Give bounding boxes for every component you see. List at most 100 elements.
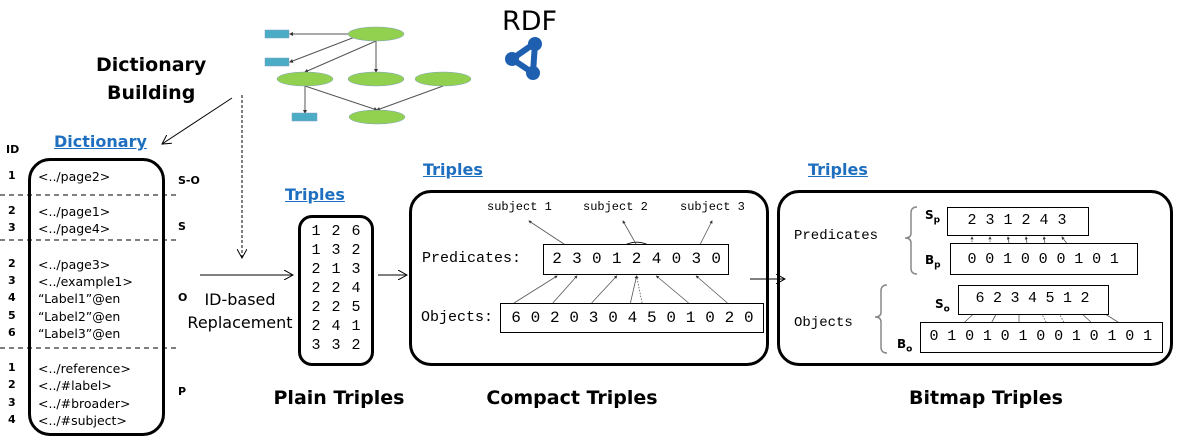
graph-leaf-node: [264, 29, 290, 39]
dictionary-section-tag: O: [178, 291, 188, 304]
predicate-id: 3: [572, 250, 582, 268]
graph-resource-node: [276, 71, 334, 87]
dictionary-row-term: “Label1”@en: [38, 291, 121, 306]
pointer-arrow: [528, 220, 568, 247]
subject-1-label: subject 1: [487, 200, 552, 214]
plain-triple-value: 1: [311, 242, 321, 259]
predicate-id: 2: [552, 250, 562, 268]
bp-bit: 0: [1056, 251, 1066, 268]
object-id: 2: [549, 309, 560, 327]
dictionary-row-term: <../reference>: [38, 361, 131, 376]
dictionary-box: [28, 158, 165, 436]
graph-resource-node: [347, 26, 405, 42]
bo-bit: 1: [1107, 328, 1117, 345]
bo-bit: 0: [1000, 328, 1010, 345]
graph-resource-node: [347, 71, 405, 87]
so-value: 6: [975, 290, 985, 307]
object-id: 4: [627, 309, 638, 327]
object-id: 3: [588, 309, 599, 327]
bitmap-triples-caption: Bitmap Triples: [909, 387, 1063, 409]
so-value: 2: [1080, 290, 1090, 307]
bo-bitmap: [920, 322, 1163, 353]
object-id: 0: [608, 309, 618, 327]
plain-triples-title-link[interactable]: Triples: [285, 185, 345, 204]
bp-bit: 0: [985, 251, 995, 268]
pointer-arrow: [622, 220, 637, 246]
dictionary-row-id: 6: [8, 326, 16, 339]
plain-triple-value: 3: [351, 261, 361, 278]
dictionary-row-term: <../page2>: [38, 169, 111, 184]
bitmap-predicates-label: Predicates: [794, 228, 879, 244]
dictionary-row-id: 1: [8, 361, 16, 374]
bp-bitmap: [950, 243, 1138, 275]
replacement-line2: Replacement: [187, 313, 293, 332]
pointer-arrow: [513, 275, 558, 304]
bo-bit: 1: [947, 328, 957, 345]
so-value: 1: [1062, 290, 1073, 307]
dictionary-row-term: <../#subject>: [38, 413, 127, 428]
objects-brace: [874, 284, 888, 354]
graph-leaf-node: [264, 57, 290, 67]
sp-value: 4: [1039, 212, 1049, 229]
graph-resource-node: [348, 109, 406, 125]
bitmap-objects-label: Objects: [794, 315, 853, 331]
bitmap-triples-title-link[interactable]: Triples: [808, 160, 868, 179]
dictionary-row-term: <../#broader>: [38, 396, 131, 411]
replacement-line1: ID-based: [204, 290, 276, 309]
dictionary-section-tag: S: [178, 220, 186, 233]
compact-triples-title-link[interactable]: Triples: [423, 160, 483, 179]
dictionary-building-label: Dictionary Building: [96, 54, 206, 104]
bo-bit: 0: [929, 328, 939, 345]
plain-triple-value: 4: [331, 318, 341, 335]
pointer-arrow: [655, 275, 689, 304]
plain-triple-value: 2: [311, 261, 321, 278]
object-id: 0: [743, 309, 754, 327]
rdf-logo-icon: [505, 37, 542, 80]
object-id: 2: [724, 309, 735, 327]
dictionary-section-tag: S-O: [178, 174, 200, 187]
dictionary-row-id: 4: [8, 413, 16, 426]
object-id: 0: [530, 309, 541, 327]
subject-3-label: subject 3: [680, 200, 745, 214]
dictionary-building-line1: Dictionary: [96, 54, 207, 76]
dictionary-row-id: 2: [8, 378, 16, 391]
bo-bit: 1: [1071, 328, 1081, 345]
plain-triple-value: 2: [311, 318, 321, 335]
pointer-arrow: [630, 275, 638, 304]
plain-triple-value: 4: [351, 280, 361, 297]
sp-array: [947, 207, 1089, 236]
bp-bit: 0: [1092, 251, 1102, 268]
dictionary-row-term: <../example1>: [38, 274, 133, 289]
dictionary-title-link[interactable]: Dictionary: [54, 132, 147, 151]
graph-leaf-node: [291, 112, 318, 122]
dictionary-row-id: 3: [8, 221, 16, 234]
so-value: 3: [1010, 290, 1020, 307]
plain-triple-value: 2: [351, 242, 361, 259]
compact-predicates-array: [543, 244, 729, 275]
sp-value: 3: [985, 212, 995, 229]
rdf-graph-nodes: [264, 26, 472, 125]
predicate-id: 3: [691, 250, 702, 268]
graph-resource-node: [414, 71, 472, 87]
bp-bit: 1: [1074, 251, 1084, 268]
dictionary-row-term: <../#label>: [38, 378, 112, 393]
dictionary-building-arrow: [162, 97, 233, 144]
sp-value: 2: [967, 212, 977, 229]
plain-triple-value: 3: [331, 242, 341, 259]
pointer-arrow: [695, 275, 728, 304]
bo-bit: 0: [1054, 328, 1064, 345]
pointer-arrow: [591, 275, 618, 304]
so-label: So: [935, 297, 950, 315]
rdf-graph: [289, 32, 444, 114]
bp-bit: 1: [1003, 251, 1013, 268]
bp-label: Bp: [925, 253, 941, 271]
object-id: 0: [666, 309, 676, 327]
plain-triple-value: 1: [311, 223, 321, 240]
plain-triple-value: 2: [331, 299, 341, 316]
compact-objects-label: Objects:: [421, 309, 494, 326]
compact-triples-box: [409, 190, 769, 366]
plain-triple-value: 1: [351, 318, 361, 335]
plain-triple-value: 6: [351, 223, 361, 240]
rdf-label: RDF: [502, 6, 558, 37]
